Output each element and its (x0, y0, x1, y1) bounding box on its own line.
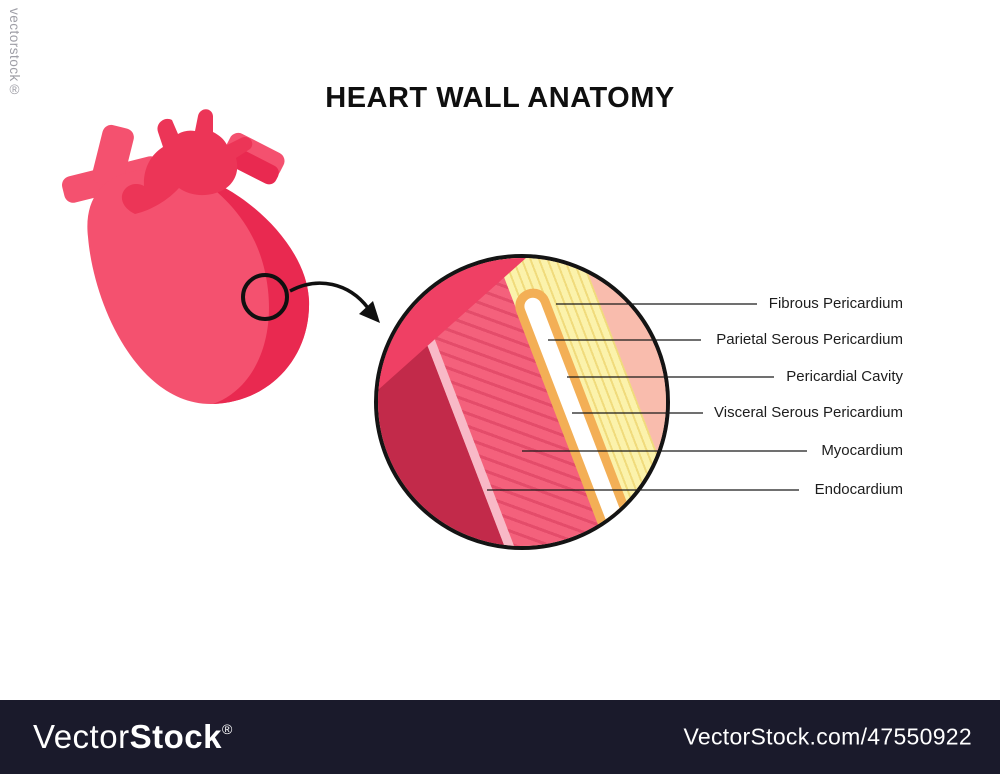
label-visceral-serous-pericardium: Visceral Serous Pericardium (714, 404, 903, 421)
page-title: HEART WALL ANATOMY (325, 82, 675, 114)
registered-mark-icon: ® (221, 721, 233, 737)
vectorstock-logo: VectorStock® (33, 718, 233, 756)
heart-illustration (62, 109, 380, 405)
vessel-left-stub (92, 124, 134, 188)
label-pericardial-cavity: Pericardial Cavity (786, 368, 903, 385)
heart-shade-crescent (196, 176, 310, 404)
label-parietal-serous-pericardium: Parietal Serous Pericardium (716, 331, 903, 348)
vectorstock-logo-vector: Vector (33, 718, 130, 755)
vectorstock-image-ref: VectorStock.com/47550922 (683, 723, 972, 750)
vectorstock-side-watermark: vectorstock® (7, 8, 22, 98)
zoom-arrow-line (289, 281, 370, 310)
vessel-right-stub-shade (228, 148, 279, 185)
aorta-arch (121, 109, 253, 214)
label-endocardium: Endocardium (814, 481, 903, 498)
magnified-cross-section (374, 254, 670, 550)
vectorstock-footer-bar: VectorStock® VectorStock.com/47550922 (0, 700, 1000, 774)
zoom-arrow-head-icon (359, 301, 380, 323)
magnifier-circle (241, 273, 289, 321)
vectorstock-logo-stock: Stock (129, 718, 222, 755)
label-fibrous-pericardium: Fibrous Pericardium (768, 295, 903, 312)
label-myocardium: Myocardium (821, 442, 903, 459)
